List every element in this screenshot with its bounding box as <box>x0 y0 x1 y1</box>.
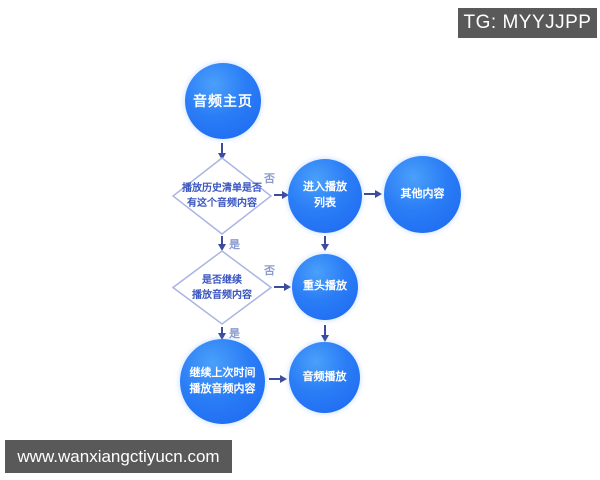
node-audio-play-label: 音频播放 <box>302 370 347 383</box>
node-replay-from-start: 重头播放 <box>292 254 358 320</box>
node-other-content-label: 其他内容 <box>400 187 445 200</box>
node-replay-label: 重头播放 <box>303 280 347 293</box>
edge-label-yes-1: 是 <box>229 239 240 251</box>
arrow-decision1-to-decision2 <box>218 236 226 251</box>
arrow-start-to-decision1 <box>218 143 226 160</box>
site-url-watermark: www.wanxiangctiyucn.com <box>5 440 232 473</box>
arrow-playlist-to-other <box>364 190 382 198</box>
decision-history-line2: 有这个音频内容 <box>187 198 257 209</box>
decision-history-text: 播放历史清单是否 有这个音频内容 <box>172 157 272 235</box>
diamond-shape <box>172 250 272 325</box>
node-other-content: 其他内容 <box>384 156 461 233</box>
node-enter-playlist-line2: 列表 <box>314 197 336 209</box>
decision-continue-text: 是否继续 播放音频内容 <box>172 250 272 325</box>
decision-history-has-audio: 播放历史清单是否 有这个音频内容 <box>172 157 272 235</box>
arrow-decision2-to-continue <box>218 327 226 340</box>
decision-continue-line1: 是否继续 <box>202 274 242 286</box>
node-continue-line2: 播放音频内容 <box>189 382 256 395</box>
node-continue-line1: 继续上次时间 <box>189 366 256 379</box>
node-audio-homepage: 音频主页 <box>185 63 261 139</box>
site-url-text: www.wanxiangctiyucn.com <box>17 446 220 466</box>
node-continue-last-time: 继续上次时间 播放音频内容 <box>180 339 265 424</box>
diamond-shape <box>172 157 272 235</box>
tg-watermark-badge: TG: MYYJJPP <box>458 8 597 38</box>
decision-continue-line2: 播放音频内容 <box>192 289 252 301</box>
arrow-continue-to-audioplay <box>269 375 287 383</box>
edge-label-no-2: 否 <box>264 265 275 277</box>
node-enter-playlist: 进入播放 列表 <box>288 159 362 233</box>
decision-history-line1: 播放历史清单是否 <box>182 183 262 194</box>
tg-watermark-text: TG: MYYJJPP <box>463 12 592 33</box>
edge-label-yes-2: 是 <box>229 328 240 340</box>
node-audio-homepage-label: 音频主页 <box>193 92 253 109</box>
node-enter-playlist-line1: 进入播放 <box>303 181 347 194</box>
arrow-playlist-to-replay <box>321 236 329 251</box>
arrow-replay-to-audioplay <box>321 325 329 342</box>
edge-label-no-1: 否 <box>264 173 275 185</box>
arrow-decision1-to-playlist <box>274 191 289 199</box>
arrow-decision2-to-replay <box>274 283 291 291</box>
decision-continue-playback: 是否继续 播放音频内容 <box>172 250 272 325</box>
node-audio-play: 音频播放 <box>289 342 360 413</box>
